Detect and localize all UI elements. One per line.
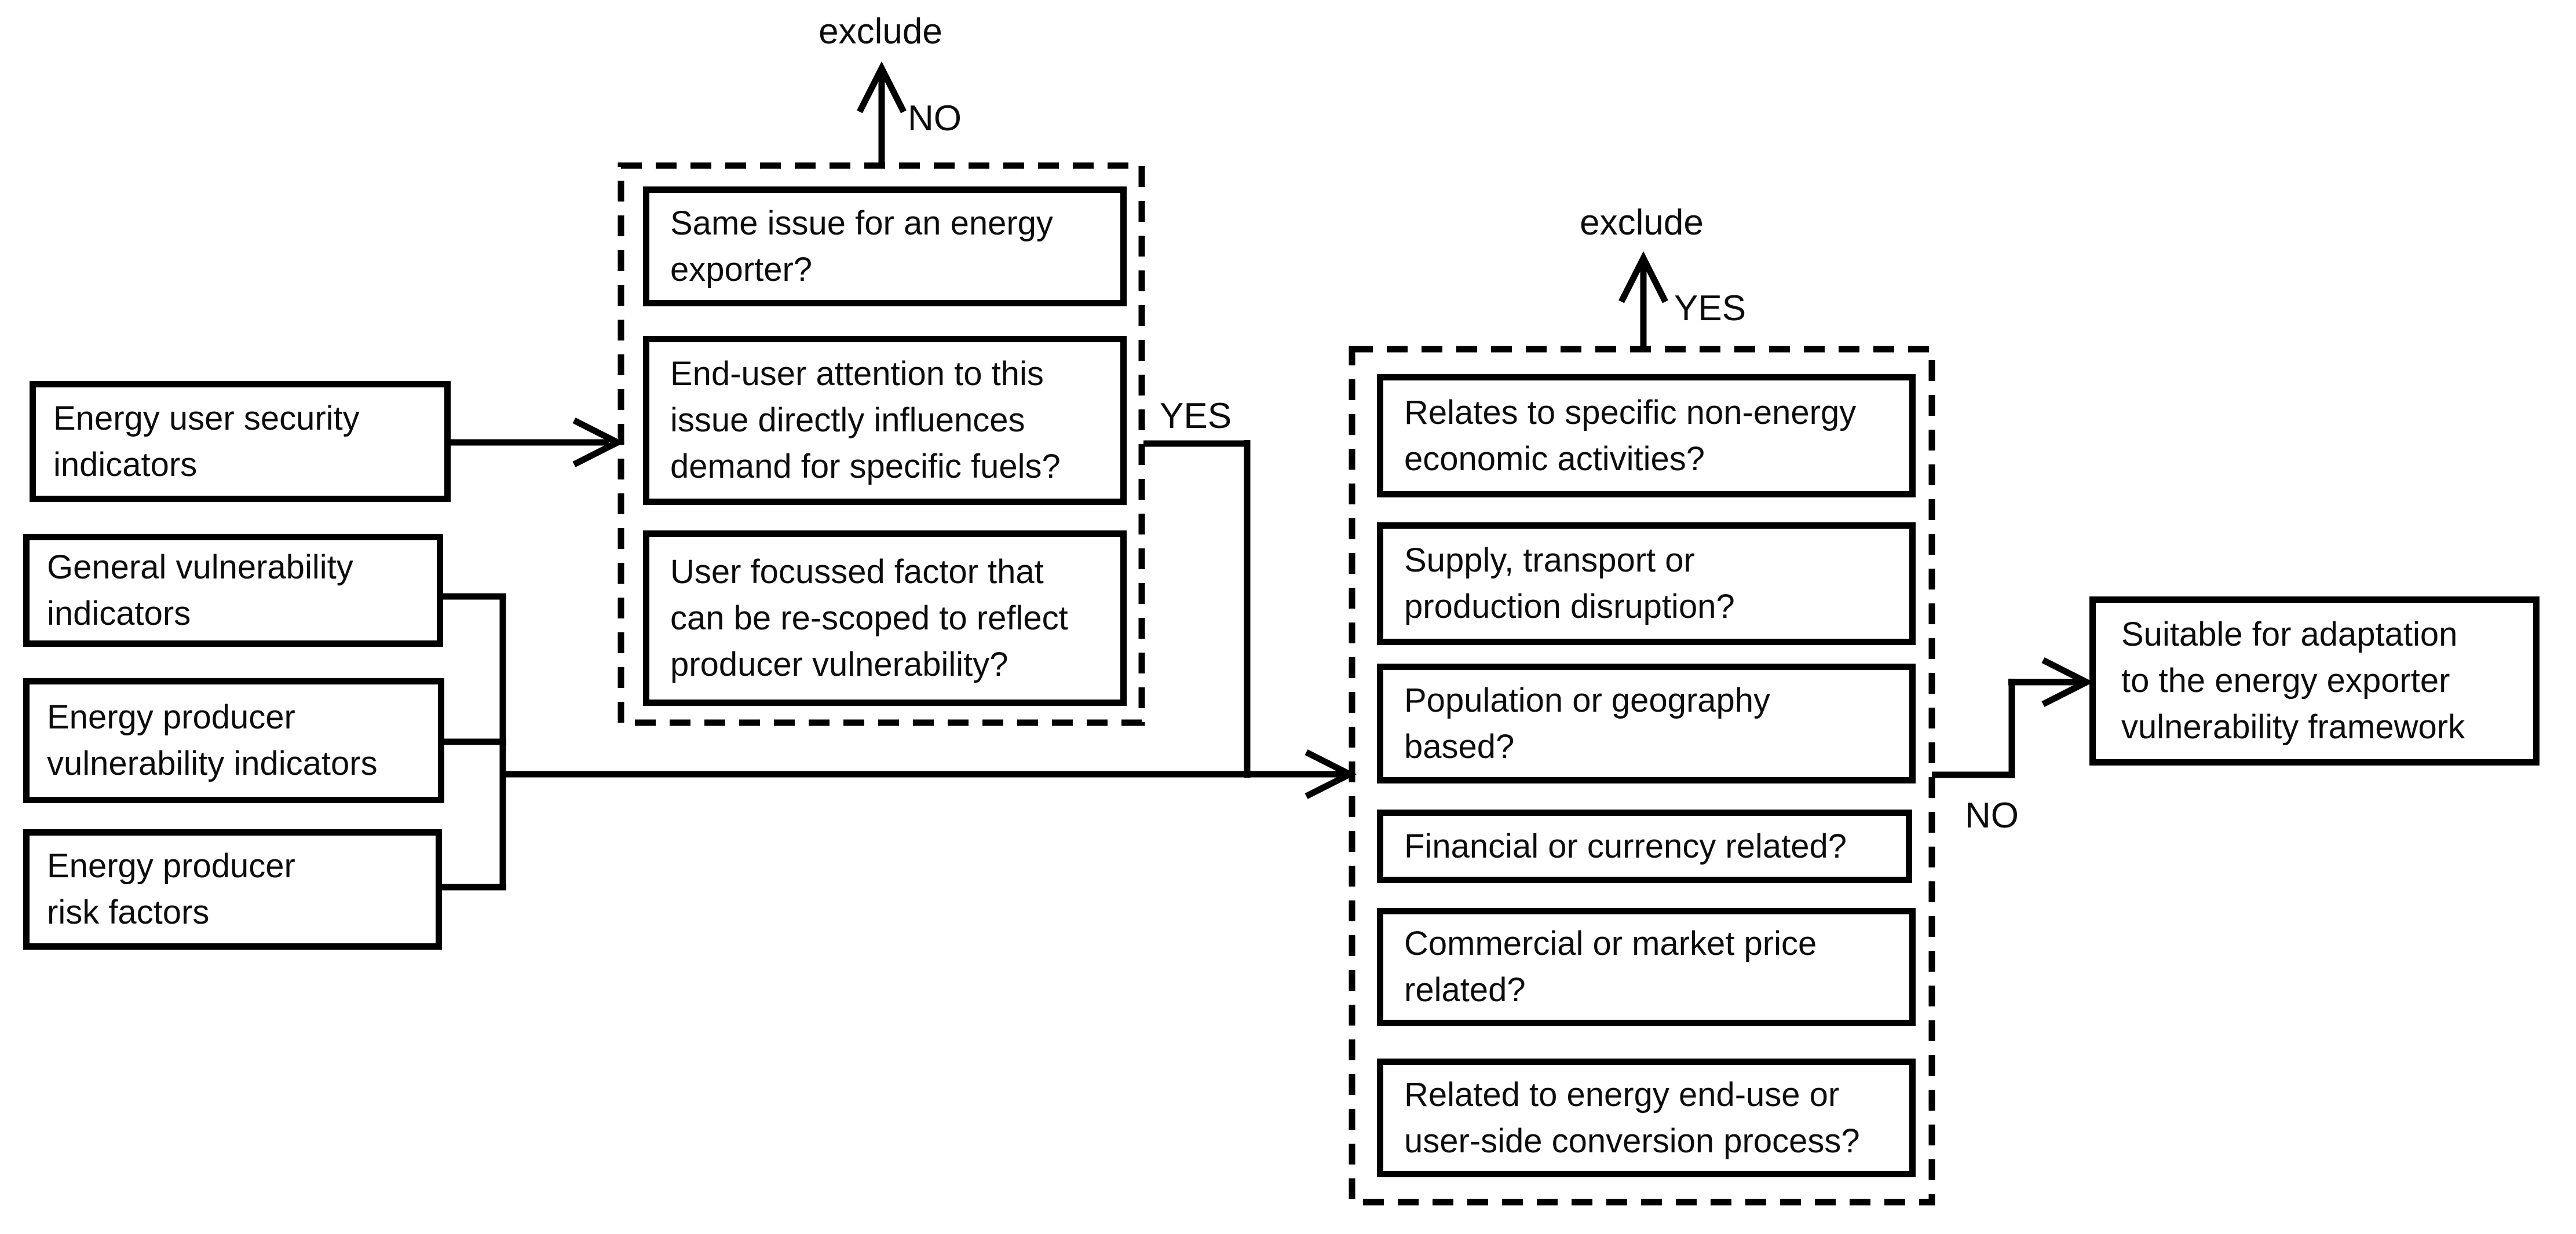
box-same-issue-exporter-label: Same issue for an energy exporter? <box>670 204 1053 288</box>
exclude-user-arrow-head <box>857 61 907 113</box>
box-population-geography-label: Population or geography based? <box>1404 681 1771 766</box>
label-yes-producer: YES <box>1674 288 1746 328</box>
box-energy-producer-vulnerability-label: Energy producer vulnerability indicators <box>47 698 378 782</box>
box-financial-currency-label: Financial or currency related? <box>1404 827 1847 865</box>
producer-main-head <box>1305 749 1357 799</box>
box-energy-end-use-label: Related to energy end-use or user-side c… <box>1404 1075 1860 1160</box>
box-end-user-attention-label: End-user attention to this issue directl… <box>670 355 1061 485</box>
box-energy-producer-vulnerability: Energy producer vulnerability indicators <box>23 678 444 803</box>
box-financial-currency: Financial or currency related? <box>1377 810 1912 883</box>
box-same-issue-exporter: Same issue for an energy exporter? <box>643 186 1127 306</box>
label-no-producer: NO <box>1965 796 2019 836</box>
box-end-user-attention: End-user attention to this issue directl… <box>643 336 1127 505</box>
box-energy-user-security: Energy user security indicators <box>30 381 451 502</box>
box-outcome-suitable: Suitable for adaptation to the energy ex… <box>2089 596 2540 766</box>
box-general-vulnerability: General vulnerability indicators <box>23 534 443 647</box>
box-population-geography: Population or geography based? <box>1377 664 1916 783</box>
box-supply-transport-disruption: Supply, transport or production disrupti… <box>1377 522 1916 645</box>
box-energy-producer-risk: Energy producer risk factors <box>23 829 442 950</box>
box-user-focussed-factor-label: User focussed factor that can be re-scop… <box>670 552 1068 683</box>
box-supply-transport-disruption-label: Supply, transport or production disrupti… <box>1404 541 1735 625</box>
label-no-user: NO <box>908 98 962 138</box>
no-connector-head <box>2041 657 2094 707</box>
box-energy-producer-risk-label: Energy producer risk factors <box>47 847 295 931</box>
exclude-producer-arrow-head <box>1618 251 1668 303</box>
box-non-energy-activities-label: Relates to specific non-energy economic … <box>1404 393 1857 478</box>
box-energy-user-security-label: Energy user security indicators <box>53 399 360 484</box>
box-outcome-suitable-label: Suitable for adaptation to the energy ex… <box>2121 616 2465 746</box>
label-exclude-producer: exclude <box>1580 203 1704 243</box>
box-energy-end-use: Related to energy end-use or user-side c… <box>1377 1059 1916 1177</box>
box-general-vulnerability-label: General vulnerability indicators <box>47 548 353 632</box>
box-commercial-market-price-label: Commercial or market price related? <box>1404 925 1817 1009</box>
label-exclude-user: exclude <box>819 12 942 52</box>
box-user-focussed-factor: User focussed factor that can be re-scop… <box>643 530 1127 706</box>
arrow-user-security-head <box>572 418 625 467</box>
box-non-energy-activities: Relates to specific non-energy economic … <box>1377 374 1916 497</box>
box-commercial-market-price: Commercial or market price related? <box>1377 908 1916 1026</box>
label-yes-user: YES <box>1160 396 1232 436</box>
